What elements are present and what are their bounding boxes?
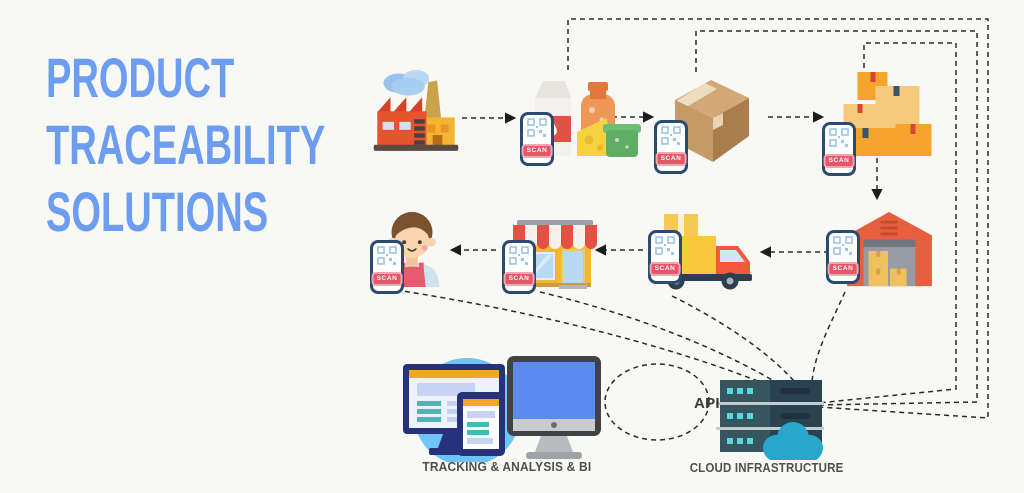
qr-code-icon (661, 126, 681, 145)
scan-link-products-cloud (567, 18, 989, 419)
api-label: API (694, 395, 720, 412)
title-line-1: PRODUCT (46, 46, 235, 109)
title-line-2: TRACEABILITY (46, 113, 326, 176)
scan-phone-truck: SCAN (648, 230, 682, 284)
scan-phone-warehouse: SCAN (826, 230, 860, 284)
title-line-3: SOLUTIONS (46, 180, 269, 243)
qr-code-icon (833, 236, 853, 255)
factory-icon (372, 68, 460, 152)
warehouse-icon (843, 210, 936, 290)
scan-phone-store: SCAN (502, 240, 536, 294)
scan-badge: SCAN (521, 143, 553, 158)
qr-code-icon (509, 246, 529, 265)
page-title: PRODUCT TRACEABILITY SOLUTIONS (46, 44, 457, 245)
scan-link-warehouse-cloud (811, 291, 846, 404)
qr-code-icon (655, 236, 675, 255)
package-box-icon (660, 72, 762, 164)
cloud-icon (763, 422, 823, 460)
scan-badge: SCAN (371, 271, 403, 286)
scan-link-package-cloud (695, 30, 978, 406)
server-rack-icon (716, 380, 824, 452)
tracking-analysis-icon (395, 350, 605, 462)
scan-badge: SCAN (655, 151, 687, 166)
api-link-ellipse (604, 363, 710, 441)
scan-phone-shipment: SCAN (822, 122, 856, 176)
cloud-infrastructure-icon (714, 380, 829, 460)
qr-code-icon (377, 246, 397, 265)
scan-badge: SCAN (649, 261, 681, 276)
scan-badge: SCAN (823, 153, 855, 168)
tracking-analysis-label: TRACKING & ANALYSIS & BI (422, 459, 592, 474)
cloud-infrastructure-label: CLOUD INFRASTRUCTURE (690, 461, 844, 475)
scan-phone-products: SCAN (520, 112, 554, 166)
qr-code-icon (829, 128, 849, 147)
qr-code-icon (527, 118, 547, 137)
scan-link-shipment-cloud (817, 42, 957, 404)
scan-phone-consumer: SCAN (370, 240, 404, 294)
scan-badge: SCAN (503, 271, 535, 286)
scan-phone-package: SCAN (654, 120, 688, 174)
scan-badge: SCAN (827, 261, 859, 276)
